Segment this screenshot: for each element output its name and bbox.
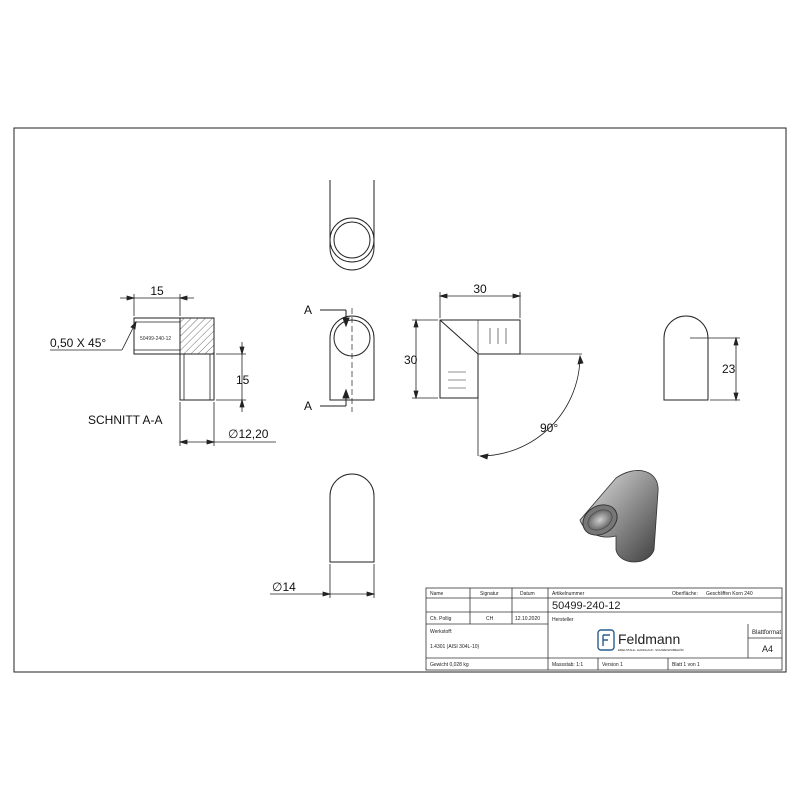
tb-version: Version 1 (602, 662, 623, 668)
tb-article-number: 50499-240-12 (552, 600, 621, 612)
dim-angle-90 (477, 353, 584, 460)
isometric-view (579, 470, 659, 563)
tb-col-datum: Datum (520, 591, 535, 597)
dim-dia-14-label: ∅14 (272, 580, 296, 594)
engraving-text: 50499-240-12 (140, 336, 171, 342)
cut-marker-top (320, 309, 350, 328)
dim-30-vertical (412, 318, 438, 400)
dim-dia-1220-label: ∅12,20 (228, 427, 269, 441)
tb-signatur-value: CH (486, 616, 494, 622)
dim-angle-90-label: 90° (540, 421, 558, 435)
feldmann-logo: Feldmann EDELSTAHL- HANDLAUF- SCHWEIßZUB… (597, 629, 684, 652)
tb-col-signatur: Signatur (480, 591, 499, 597)
dim-30-horizontal (438, 292, 522, 318)
dim-15-horizontal-label: 15 (150, 284, 164, 298)
cut-marker-bottom-label: A (304, 399, 312, 413)
tb-datum-value: 12.10.2020 (515, 616, 540, 622)
tb-col-artikelnummer: Artikelnummer (552, 591, 585, 597)
cut-marker-top-label: A (304, 303, 312, 317)
tb-werkstoff-value: 1.4301 (AISI 304L-10) (430, 644, 480, 650)
section-view: 50499-240-12 (133, 317, 215, 401)
title-block (425, 587, 783, 671)
tb-name-value: Ch. Pollig (430, 616, 452, 622)
tb-blattformat-label: Blattformat (752, 630, 781, 636)
tb-hersteller-label: Hersteller (552, 617, 574, 623)
cut-marker-bottom (320, 388, 350, 407)
logo-tagline: EDELSTAHL- HANDLAUF- SCHWEIßZUBEHÖR (618, 648, 684, 652)
logo-text: Feldmann (618, 631, 680, 647)
dim-15-horizontal (120, 294, 194, 316)
tb-massstab: Massstab: 1:1 (552, 662, 583, 668)
dim-dia-1220 (178, 402, 276, 446)
tb-gewicht: Gewicht 0,028 kg (430, 662, 469, 668)
drawing-frame (13, 127, 787, 673)
section-label: SCHNITT A-A (88, 413, 162, 427)
dim-30-vertical-label: 30 (404, 353, 418, 367)
dim-23-label: 23 (722, 362, 736, 376)
tb-blatt: Blatt 1 von 1 (672, 662, 700, 668)
tb-werkstoff-label: Werkstoff: (430, 629, 452, 635)
chamfer-label: 0,50 X 45° (50, 336, 106, 350)
dim-dia-14 (270, 564, 376, 598)
tb-col-name: Name (430, 591, 444, 597)
front-view (329, 308, 375, 412)
dim-30-horizontal-label: 30 (473, 282, 487, 296)
tb-blattformat-value: A4 (762, 644, 773, 654)
dim-15-vertical-label: 15 (236, 373, 250, 387)
top-view (329, 180, 375, 271)
dim-15-vertical (216, 342, 246, 412)
tb-col-oberflaeche: Oberfläche: (672, 591, 698, 597)
chamfer-leader (50, 320, 137, 351)
elbow-side-view (439, 319, 521, 399)
tb-oberflaeche-value: Geschliffen Korn 240 (706, 591, 753, 597)
dim-23 (690, 336, 740, 402)
end-view (663, 315, 709, 401)
bottom-view (329, 473, 375, 563)
